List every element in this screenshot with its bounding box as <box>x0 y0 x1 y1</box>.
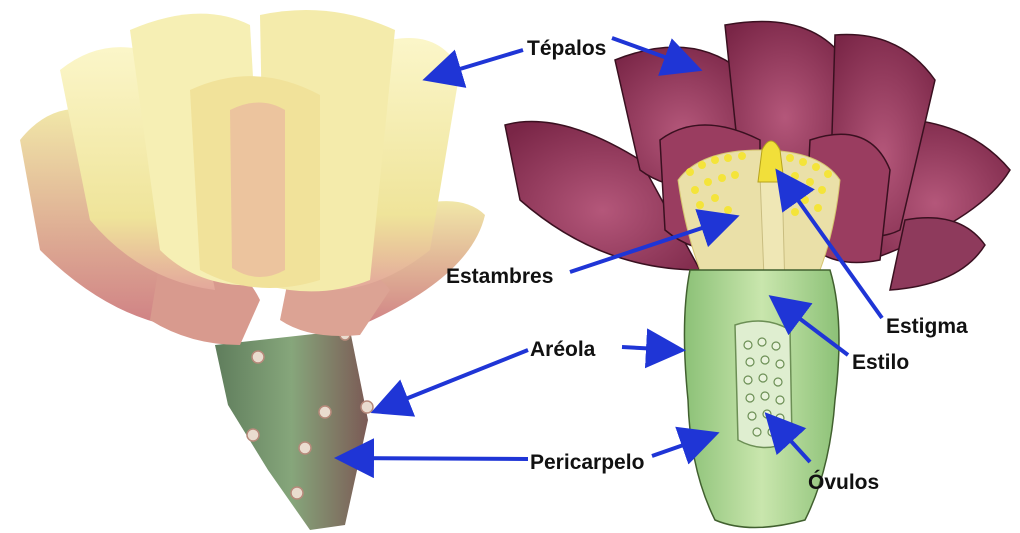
label-pericarpelo: Pericarpelo <box>530 451 644 474</box>
label-estigma: Estigma <box>886 315 968 338</box>
whole-flower <box>20 10 485 530</box>
label-estilo: Estilo <box>852 351 909 374</box>
label-areola: Aréola <box>530 338 596 361</box>
arrow-areola-right <box>622 347 678 350</box>
label-estambres: Estambres <box>446 265 553 288</box>
arrow-areola-left <box>378 350 528 410</box>
label-tepalos: Tépalos <box>527 37 606 60</box>
pericarpel <box>215 330 368 530</box>
tepals-left <box>20 10 485 345</box>
label-ovulos: Óvulos <box>808 470 879 494</box>
arrow-pericarpelo-left <box>342 458 528 459</box>
